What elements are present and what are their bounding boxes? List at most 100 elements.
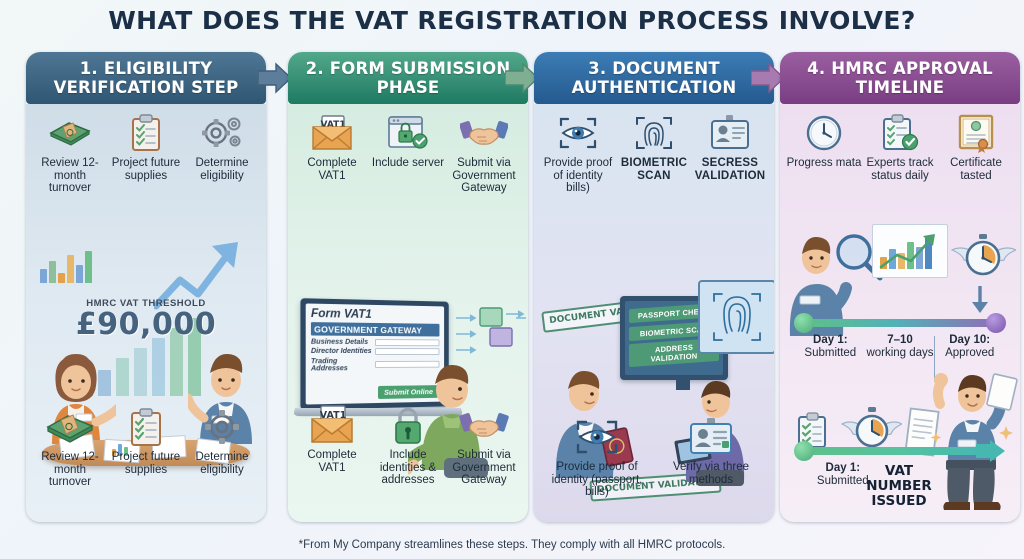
step-1-bottom-icon-row: Review 12-month turnover [26,406,266,489]
label-bold: Day 10: [949,334,991,346]
label-sub: working days [866,347,934,359]
person-celebrating [928,362,1018,517]
step-4-top-icon-row: Progress mata [780,112,1020,182]
step-2-top-icon-row: VAT1 Complete VAT1 [288,112,528,195]
timeline-label-end: Day 10: Approved [935,334,1004,360]
icon-cell-complete-vat1: VAT1 Complete VAT1 [294,112,369,182]
icon-label: Certificate tasted [950,157,1002,182]
gateway-banner: GOVERNMENT GATEWAY [310,322,440,337]
field-label: Director Identities [310,347,372,356]
money-stack-icon [32,406,107,448]
icon-cell-submit-gateway-bottom: Submit via Government Gateway [446,404,521,487]
timeline-end-dot [986,313,1006,333]
certificate-icon [938,112,1013,154]
icon-label: Submit via Government Gateway [452,449,516,486]
icon-cell-submit-gateway: Submit via Government Gateway [446,112,521,195]
step-column-hmrc-approval: 4. HMRC APPROVAL TIMELINE Pr [780,52,1020,522]
form-field-director-identities[interactable]: Director Identities [311,348,440,355]
padlock-icon [370,404,445,446]
icon-cell-determine-eligibility-bottom: Determine eligibility [184,406,259,476]
step-3-body: Provide proof of identity bills) [534,104,774,522]
icon-label: Determine eligibility [195,157,249,182]
id-card-icon [656,416,765,458]
icon-label: Verify via three methods [672,461,750,486]
data-flow-arrows [456,307,526,354]
field-label: Business Details [310,338,369,346]
id-card-icon [692,112,767,154]
step-column-form-submission: 2. FORM SUBMISSION PHASE VAT1 C [288,52,528,522]
fingerprint-icon [616,112,691,154]
timeline-labels: Day 1: Submitted [794,462,1006,488]
step-2-body: VAT1 Complete VAT1 [288,104,528,522]
step-3-header: 3. DOCUMENT AUTHENTICATION [534,52,774,104]
fingerprint-icon [713,293,761,341]
icon-label: Project future supplies [111,157,181,182]
icon-cell-experts-track: Experts track status daily [862,112,937,182]
field-input[interactable] [375,338,440,346]
connector-arrow-2 [505,62,539,94]
icon-cell-include-server: Include server [370,112,445,170]
icon-label: Submit via Government Gateway [452,157,516,194]
eye-scan-icon [540,112,615,154]
timeline-start-dot [794,313,814,333]
step-1-body: Review 12-month turnover [26,104,266,522]
icon-cell-determine-eligibility: Determine eligibility [184,112,259,182]
icon-cell-proof-identity-bottom: Provide proof of identity (passport, bil… [542,416,651,499]
icon-label: Progress mata [786,157,862,169]
timeline-arrowhead-icon [976,440,1005,462]
step-2-bottom-icon-row: VAT1 Complete VAT1 [288,404,528,487]
footer-disclaimer: *From My Company streamlines these steps… [298,539,726,551]
label-sub: Submitted [816,475,869,487]
clipboard-check-icon [108,112,183,154]
clipboard-check-icon [862,112,937,154]
page-title: WHAT DOES THE VAT REGISTRATION PROCESS I… [108,6,916,35]
icon-cell-verify-three-methods: Verify via three methods [656,416,765,486]
form-field-business-details[interactable]: Business Details [311,338,440,346]
icon-cell-review-turnover: Review 12-month turnover [32,112,107,195]
step-2-header: 2. FORM SUBMISSION PHASE [288,52,528,104]
approval-timeline-top: Day 1: Submitted 7–10 working days Day 1… [794,313,1006,382]
document-mini-chart [112,440,128,456]
winged-stopwatch-icon [840,407,902,448]
icon-label: Experts track status daily [866,157,934,182]
envelope-vat1-icon: VAT1 [294,404,369,446]
winged-stopwatch-icon [950,234,1016,276]
timeline-track [794,440,1006,462]
growth-arrow-icon [154,242,238,310]
clock-icon [786,112,861,154]
handshake-icon [446,404,521,446]
icon-label: Provide proof of identity bills) [543,157,613,194]
field-label: Trading Addresses [310,357,348,373]
label-bold: Day 1: [813,334,848,346]
icon-cell-project-supplies: Project future supplies [108,112,183,182]
label-bold: 7–10 [887,334,913,346]
connector-arrow-3 [751,62,785,94]
timeline-line [804,447,980,455]
icon-cell-review-turnover-bottom: Review 12-month turnover [32,406,107,489]
icon-cell-progress-mata: Progress mata [786,112,861,170]
icon-label: Determine eligibility [195,451,249,476]
certificate-document-icon [904,407,940,457]
gears-icon [184,406,259,448]
icon-cell-biometric-scan: BIOMETRIC SCAN [616,112,691,182]
progress-chart-card [872,224,948,278]
small-bar-chart [40,249,92,283]
icon-label: Review 12-month turnover [41,451,99,488]
label-bold: Day 1: [825,462,861,474]
timeline-label-start: Day 1: Submitted [796,462,890,488]
vat-number-issued-text: VAT NUMBER ISSUED [866,463,932,509]
icon-cell-complete-vat1-bottom: VAT1 Complete VAT1 [294,404,369,474]
eye-scan-icon [542,416,651,458]
gears-icon [184,112,259,154]
money-stack-icon [32,112,107,154]
timeline-line [804,319,996,327]
timeline-labels: Day 1: Submitted 7–10 working days Day 1… [794,334,1006,360]
step-column-document-authentication: 3. DOCUMENT AUTHENTICATION P [534,52,774,522]
step-4-body: Progress mata [780,104,1020,522]
form-title: Form VAT1 [310,307,372,321]
field-input[interactable] [375,347,440,356]
label-sub: Submitted [804,347,857,359]
timeline-track [794,313,1006,333]
icon-cell-project-supplies-bottom: Project future supplies [108,406,183,476]
